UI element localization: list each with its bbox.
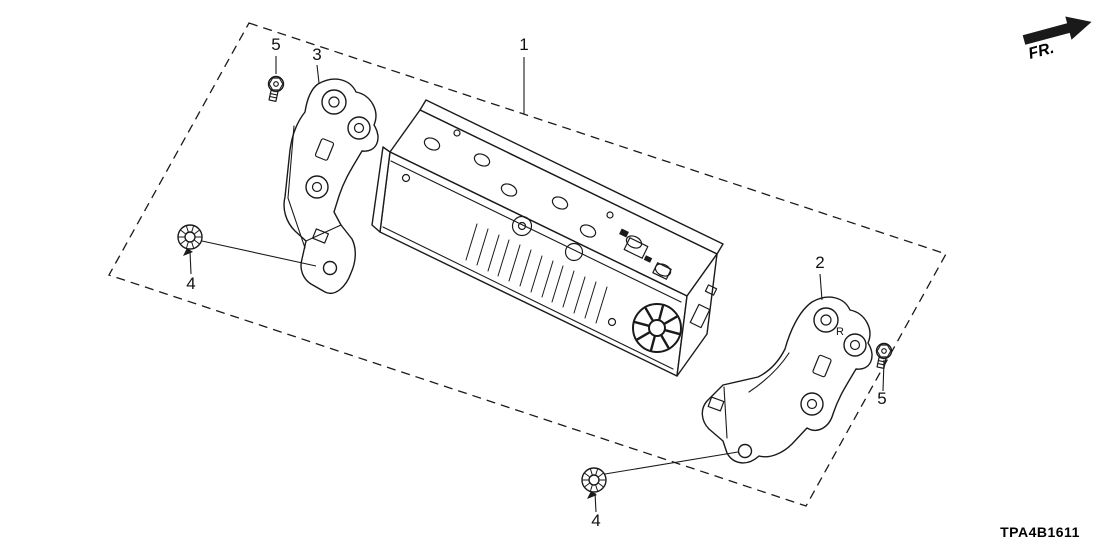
callout-5-bolt-top-left[interactable]: 5 [271,35,280,54]
bracket-left-mount-holes [305,89,371,276]
callout-leader-lines [189,56,885,513]
bracket-left-drawing [283,78,379,294]
unit-connectors [619,228,718,329]
cooling-fan-icon [632,303,682,353]
unit-end-face [676,253,718,377]
bracket-left-foot-fold [305,224,342,242]
grommet-icon-bottom [581,467,607,500]
bracket-left-slot [314,138,335,161]
unit-front-holes [401,173,617,327]
bracket-left-tab [312,228,329,244]
bracket-left-fold-line [287,125,306,249]
bracket-right-tab [707,396,725,412]
bracket-right-foot-fold [723,386,728,439]
unit-bottom-fold-line [382,226,674,370]
callout-3-bracket-left[interactable]: 3 [312,45,321,64]
fr-direction-marker: FR. [1022,16,1092,63]
callout-4-grommet-bottom[interactable]: 4 [591,511,600,530]
bracket-right-mount-holes [737,307,867,459]
unit-front-fold-line [390,160,682,303]
callout-5-bolt-right[interactable]: 5 [877,389,886,408]
audio-unit-drawing [371,99,724,377]
flange-bolt-icon-left [267,75,285,103]
bracket-right-slot [812,354,832,378]
callout-4-grommet-left[interactable]: 4 [186,274,195,293]
unit-left-edge [371,146,391,233]
fr-label: FR. [1027,40,1056,63]
bracket-right-outline [701,296,873,464]
callout-2-bracket-right[interactable]: 2 [815,253,824,272]
unit-vent-slots [465,223,608,324]
bracket-right-stamp: R [836,326,844,338]
bracket-right-drawing: R [701,296,873,464]
bracket-left-outline [283,78,379,294]
fr-arrow-icon [1022,16,1092,45]
bracket-right-fold-line [748,352,790,393]
callout-1-unit[interactable]: 1 [519,35,528,54]
unit-screw-holes [423,129,672,277]
assembly-boundary-dashed [108,22,947,507]
diagram-code: TPA4B1611 [1000,524,1080,540]
